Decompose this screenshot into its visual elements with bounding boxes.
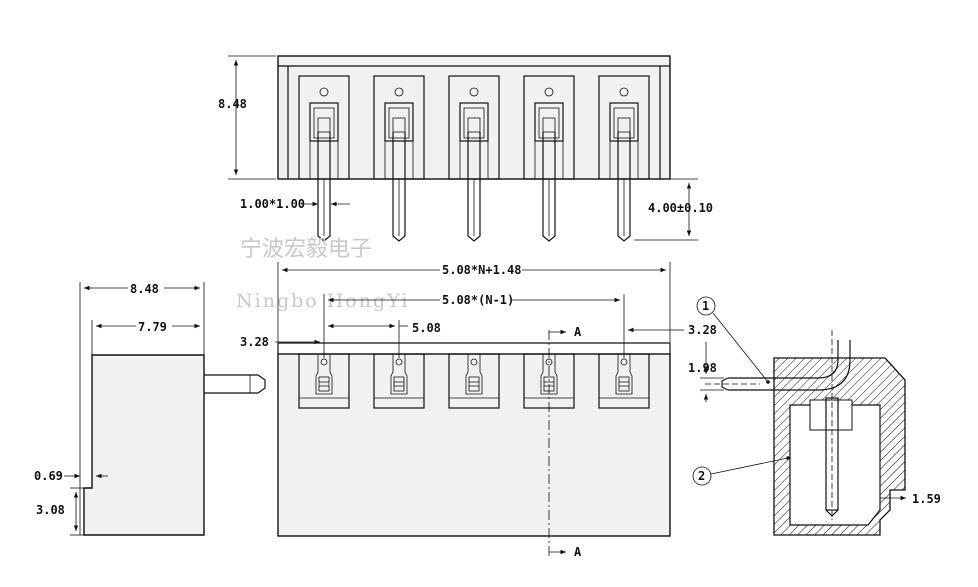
top-pin-cell [598, 75, 650, 242]
callout-two [692, 466, 712, 486]
dim-section-foot: 1.59 [912, 492, 941, 506]
svg-text:1: 1 [702, 299, 709, 313]
section-mark-bottom: A [574, 545, 582, 559]
dim-edge-right: 3.28 [688, 323, 717, 337]
side-view: 8.48 7.79 0.69 3.08 [34, 281, 266, 536]
top-pin [617, 132, 631, 242]
dim-pitch: 5.08 [412, 321, 441, 335]
dim-overall-length: 5.08*N+1.48 [442, 263, 521, 277]
top-pin-cell [298, 75, 350, 242]
section-view: 1.98 1.59 1 2 [688, 296, 941, 536]
callout-one [696, 296, 716, 316]
top-view-pins [298, 75, 650, 242]
top-pin-cell [373, 75, 425, 242]
top-view-housing [277, 55, 671, 180]
front-slot-cell [448, 353, 500, 409]
front-view-housing [277, 353, 671, 537]
dim-section-offset: 1.98 [688, 361, 717, 375]
dim-side-depth: 8.48 [130, 282, 159, 296]
top-pin [317, 132, 331, 242]
section-mark-top: A [574, 325, 582, 339]
watermark-cn: 宁波宏毅电子 [240, 237, 372, 262]
dim-pin-size: 1.00*1.00 [240, 197, 305, 211]
front-view: 5.08*N+1.48 5.08*(N-1) 5.08 3.28 3.28 A … [240, 262, 717, 559]
dim-pitch-total: 5.08*(N-1) [442, 293, 514, 307]
dim-top-height: 8.48 [218, 97, 247, 111]
top-pin-cell [448, 75, 500, 242]
top-pin [467, 132, 481, 242]
dim-side-inner: 7.79 [138, 320, 167, 334]
top-pin [542, 132, 556, 242]
dim-pin-length: 4.00±0.10 [648, 201, 713, 215]
side-view-housing [83, 354, 205, 536]
watermark-en: Ningbo HongYi [236, 290, 409, 312]
dim-edge-left: 3.28 [240, 335, 269, 349]
top-view: 8.48 1.00*1.00 4.00±0.10 [218, 55, 713, 242]
dim-side-bottom: 3.08 [36, 503, 65, 517]
dim-side-step: 0.69 [34, 469, 63, 483]
top-pin-cell [523, 75, 575, 242]
svg-text:2: 2 [698, 469, 705, 483]
top-pin [392, 132, 406, 242]
